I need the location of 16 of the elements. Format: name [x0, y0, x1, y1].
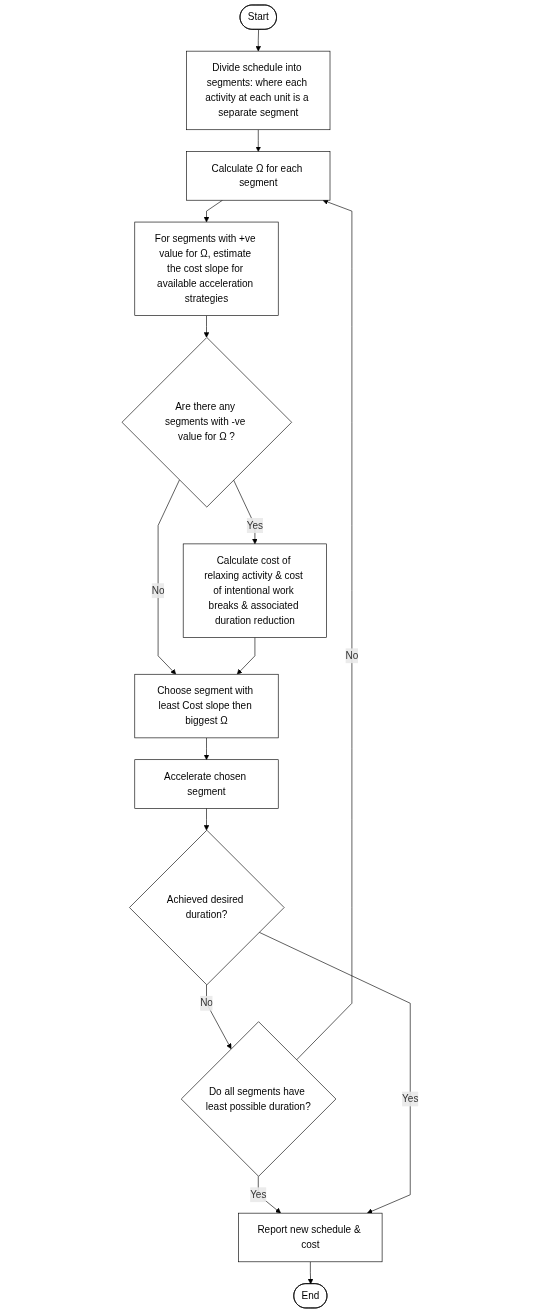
edge-label: Yes: [247, 519, 264, 531]
edge-label: No: [152, 585, 165, 596]
edge-label: Yes: [250, 1189, 267, 1200]
edge-label: Yes: [402, 1093, 419, 1104]
node-box: Report new schedule & cost: [238, 1212, 383, 1263]
node-diamond: Achieved desired duration?: [129, 829, 285, 986]
node-box: Calculate cost of relaxing activity & cost of intentional work breaks & associated duration reduction: [183, 543, 328, 638]
node-box: Divide schedule into segments: where each activity at each unit is a separate segment: [186, 50, 331, 131]
node-diamond: Are there any segments with -ve value for Ω ?: [122, 337, 293, 508]
node-box: Calculate Ω for each segment: [186, 151, 331, 201]
node-box: Choose segment with least Cost slope then biggest Ω: [134, 673, 279, 739]
edge-label: No: [200, 997, 214, 1009]
node-box: For segments with +ve value for Ω, estimate the cost slope for available acceleration strategies: [134, 221, 279, 316]
node-diamond: Do all segments have least possible duration?: [181, 1021, 337, 1177]
node-box: Accelerate chosen segment: [134, 759, 279, 809]
edge-label: No: [345, 650, 359, 661]
